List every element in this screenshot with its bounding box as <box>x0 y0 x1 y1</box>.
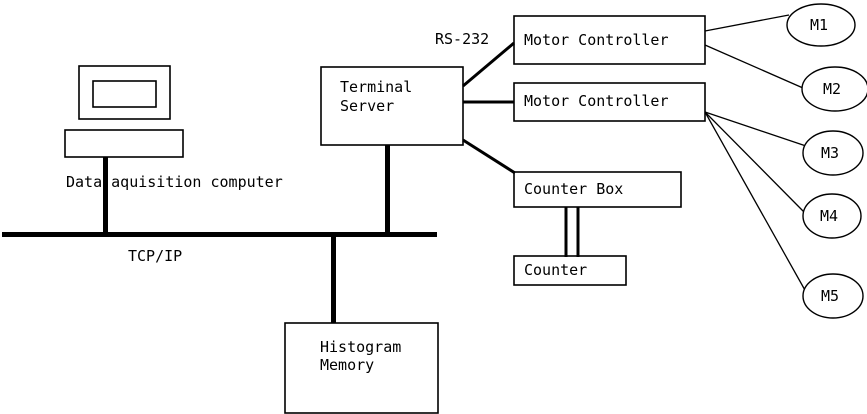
motor-controller-1-to-m1-line <box>704 14 790 32</box>
motor-controller-2-to-m3-line <box>704 111 807 147</box>
motor-m2-ellipse[interactable] <box>801 66 867 112</box>
motor-controller-2-to-m4-line <box>704 111 805 213</box>
histogram-memory-box[interactable] <box>284 322 439 414</box>
computer-base <box>64 129 184 158</box>
terminal-server-to-motor-controller-1-line <box>462 41 515 88</box>
motor-controller-1-box[interactable] <box>513 15 706 65</box>
motor-m3-ellipse[interactable] <box>802 130 864 176</box>
motor-controller-2-box[interactable] <box>513 82 706 122</box>
motor-m1-ellipse[interactable] <box>786 3 856 47</box>
computer-monitor-screen <box>92 80 157 108</box>
motor-controller-2-to-m5-line <box>704 111 807 293</box>
motor-m5-ellipse[interactable] <box>802 273 864 319</box>
motor-m4-ellipse[interactable] <box>802 193 862 239</box>
counter-box[interactable] <box>513 255 627 286</box>
counter-box-box[interactable] <box>513 171 682 208</box>
terminal-server-to-counter-box-line <box>462 138 516 175</box>
terminal-server-box[interactable] <box>320 66 464 146</box>
motor-controller-1-to-m2-line <box>704 44 804 89</box>
